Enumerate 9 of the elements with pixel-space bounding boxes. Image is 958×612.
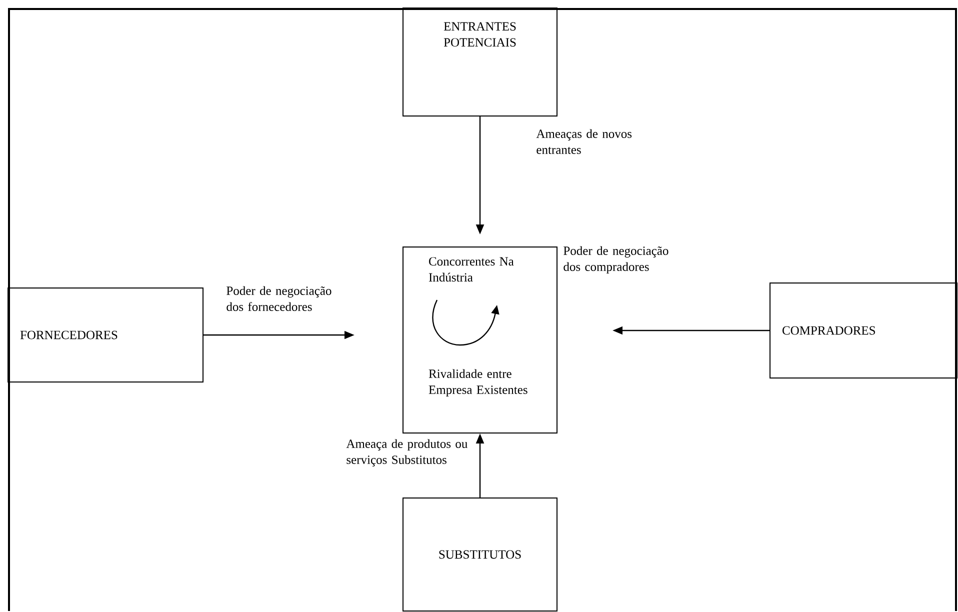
box: ENTRANTES POTENCIAIS <box>402 8 558 116</box>
edge-label: Poder de negociação dos fornecedores <box>226 286 332 311</box>
rivalry-box: Concorrentes Na Indústria Rivalidade entre Empresa Existentes <box>402 246 558 434</box>
box: SUBSTITUTOS <box>402 498 558 612</box>
box: COMPRADORES <box>770 282 958 378</box>
edge-label: Ameaças de novos entrantes <box>536 129 632 154</box>
box: FORNECEDORES <box>8 288 204 382</box>
edge-label: Poder de negociação dos compradores <box>564 246 668 274</box>
edge-label: Ameaça de produtos ou serviços Substitutos <box>346 439 468 467</box>
